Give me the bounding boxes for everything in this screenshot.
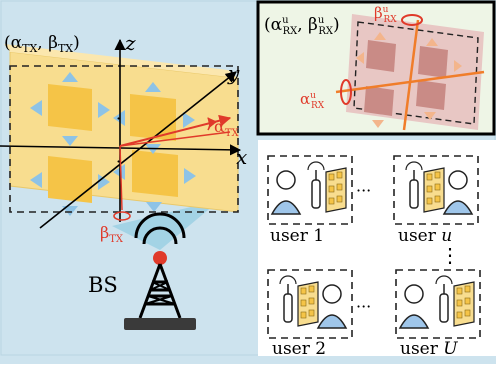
user-device-icon xyxy=(279,275,297,323)
user-antenna-panel-icon xyxy=(297,281,319,327)
person-icon xyxy=(316,284,348,329)
svg-text:(αTX, βTX): (αTX, βTX) xyxy=(4,33,80,55)
user-device-icon xyxy=(435,275,453,323)
tx-dashed-frame xyxy=(9,65,239,213)
user-terminal xyxy=(395,269,481,339)
person-icon xyxy=(270,170,302,215)
user-antenna-panel-icon xyxy=(453,281,475,327)
user-antenna-panel-icon xyxy=(423,167,445,213)
user-U-label: user U xyxy=(400,339,458,359)
tx-patch xyxy=(132,150,178,197)
beam-projection xyxy=(119,131,231,147)
tx-patch xyxy=(48,156,92,203)
rx-patch xyxy=(416,80,446,110)
rx-patch xyxy=(366,40,396,72)
user-dots-top: ··· xyxy=(356,181,371,200)
tx-antenna-panel xyxy=(4,44,239,216)
rx-patch xyxy=(364,86,394,116)
tx-patch xyxy=(48,84,92,131)
person-icon xyxy=(398,284,430,329)
axis-y-label: y xyxy=(227,61,240,85)
alpha-tx-arc xyxy=(207,117,218,131)
user-device-icon xyxy=(307,161,325,209)
bs-tower-icon xyxy=(124,212,196,330)
axis-z-label: z xyxy=(124,31,136,55)
user-terminal xyxy=(267,269,353,339)
user-dots-bottom: ··· xyxy=(356,297,371,316)
user-terminal xyxy=(393,155,479,225)
beta-rx-rotation xyxy=(401,14,423,26)
beam-vertical xyxy=(119,145,123,211)
user-2-label: user 2 xyxy=(272,339,326,359)
center-dot: · xyxy=(116,109,121,128)
alpha-rx-rotation xyxy=(340,79,352,105)
bs-label: BS xyxy=(88,273,118,297)
user-u-label: user u xyxy=(398,226,452,246)
tx-beam xyxy=(112,200,220,250)
user-dots-vertical: ⋮ xyxy=(440,243,460,267)
beta-tx-label: βTX xyxy=(100,223,124,245)
rx-patch xyxy=(418,46,448,78)
tx-angles-label: (αTX, βTX) xyxy=(4,33,80,55)
y-axis xyxy=(39,71,237,229)
user-terminal xyxy=(267,155,353,225)
user-antenna-panel-icon xyxy=(325,167,347,213)
user-device-icon xyxy=(405,161,423,209)
axis-x-label: x xyxy=(236,145,247,169)
alpha-tx-label: αTX xyxy=(214,117,239,139)
person-icon xyxy=(442,170,474,215)
user-1-label: user 1 xyxy=(270,226,324,246)
beta-tx-rotation xyxy=(113,211,131,221)
center-dot: · xyxy=(116,152,121,171)
rx-zoom-box xyxy=(256,0,496,136)
